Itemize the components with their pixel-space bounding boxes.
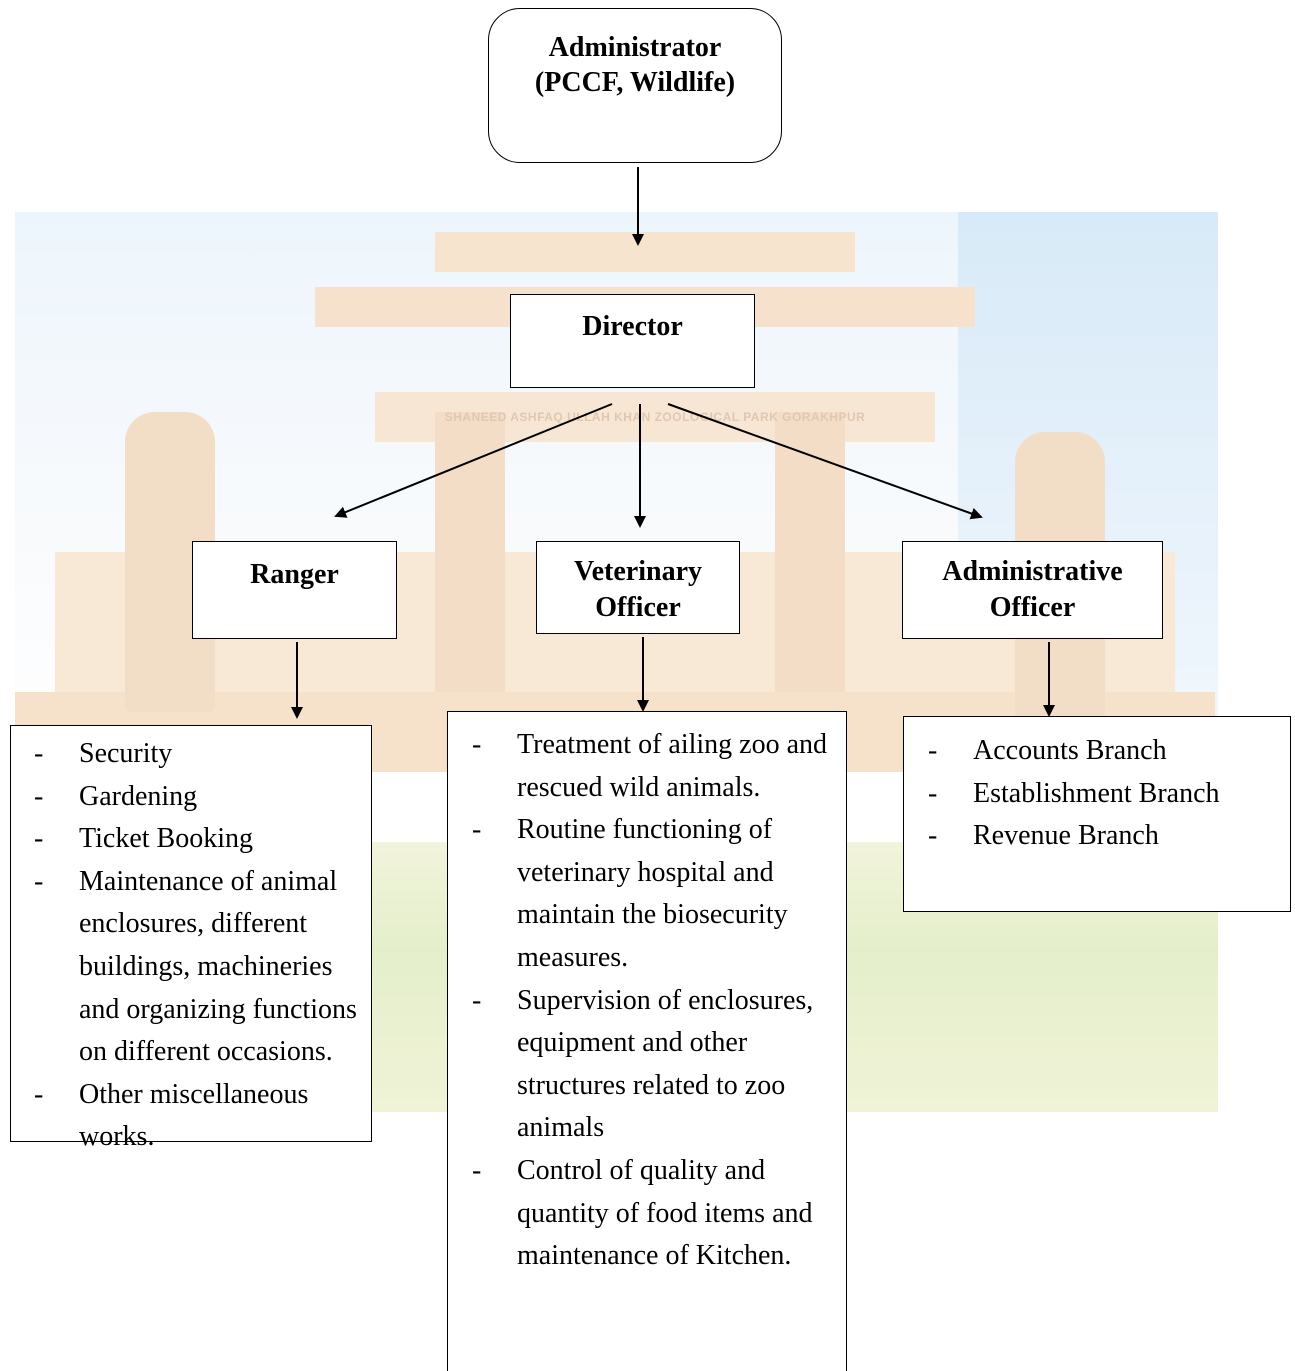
veterinary-officer-title-line-1: Veterinary <box>573 556 703 587</box>
veterinary-duty-item: Routine functioning of veterinary hospit… <box>472 809 835 979</box>
administrative-duties-list: Accounts Branch Establishment Branch Rev… <box>928 730 1285 858</box>
veterinary-officer-title: Veterinary Officer <box>537 542 739 626</box>
gate-pillar-left <box>435 412 505 742</box>
ranger-duty-item: Other miscellaneous works. <box>34 1074 364 1159</box>
arrow-director-to-admin-officer <box>667 403 983 520</box>
ranger-duty-item: Gardening <box>34 776 364 819</box>
administrative-officer-node: Administrative Officer <box>902 541 1163 639</box>
veterinary-duties-box: Treatment of ailing zoo and rescued wild… <box>447 711 847 1371</box>
administrator-title: Administrator (PCCF, Wildlife) <box>489 9 781 100</box>
administrative-officer-title-line-2: Officer <box>989 592 1076 623</box>
administrative-duty-item: Revenue Branch <box>928 815 1285 858</box>
gate-upper-roof <box>435 232 855 272</box>
ranger-duties-box: Security Gardening Ticket Booking Mainte… <box>10 725 372 1152</box>
veterinary-duty-item: Control of quality and quantity of food … <box>472 1150 835 1278</box>
administrator-node: Administrator (PCCF, Wildlife) <box>488 8 782 163</box>
veterinary-officer-node: Veterinary Officer <box>536 541 740 634</box>
administrative-duty-item: Accounts Branch <box>928 730 1285 773</box>
veterinary-officer-title-line-2: Officer <box>595 592 681 623</box>
veterinary-duty-item: Supervision of enclosures, equipment and… <box>472 980 835 1150</box>
gate-sign-text: SHANEED ASHFAQ ULLAH KHAN ZOOLOGICAL PAR… <box>444 410 866 424</box>
ranger-node: Ranger <box>192 541 397 639</box>
director-title: Director <box>582 311 683 342</box>
administrative-duties-box: Accounts Branch Establishment Branch Rev… <box>903 716 1291 912</box>
administrator-title-line-2: (PCCF, Wildlife) <box>534 67 736 98</box>
administrator-title-line-1: Administrator <box>548 32 722 63</box>
gate-pillar-right <box>775 412 845 742</box>
administrative-duty-item: Establishment Branch <box>928 773 1285 816</box>
arrow-director-to-ranger <box>334 403 613 518</box>
ranger-duty-item: Security <box>34 733 364 776</box>
administrative-officer-title-line-1: Administrative <box>942 556 1123 587</box>
veterinary-duty-item: Treatment of ailing zoo and rescued wild… <box>472 724 835 809</box>
veterinary-duties-list: Treatment of ailing zoo and rescued wild… <box>472 724 835 1278</box>
ranger-duty-item: Maintenance of animal enclosures, differ… <box>34 861 364 1074</box>
ranger-title: Ranger <box>250 559 339 590</box>
director-node: Director <box>510 294 755 388</box>
ranger-duties-list: Security Gardening Ticket Booking Mainte… <box>34 733 364 1159</box>
administrative-officer-title: Administrative Officer <box>903 542 1162 626</box>
ranger-duty-item: Ticket Booking <box>34 818 364 861</box>
